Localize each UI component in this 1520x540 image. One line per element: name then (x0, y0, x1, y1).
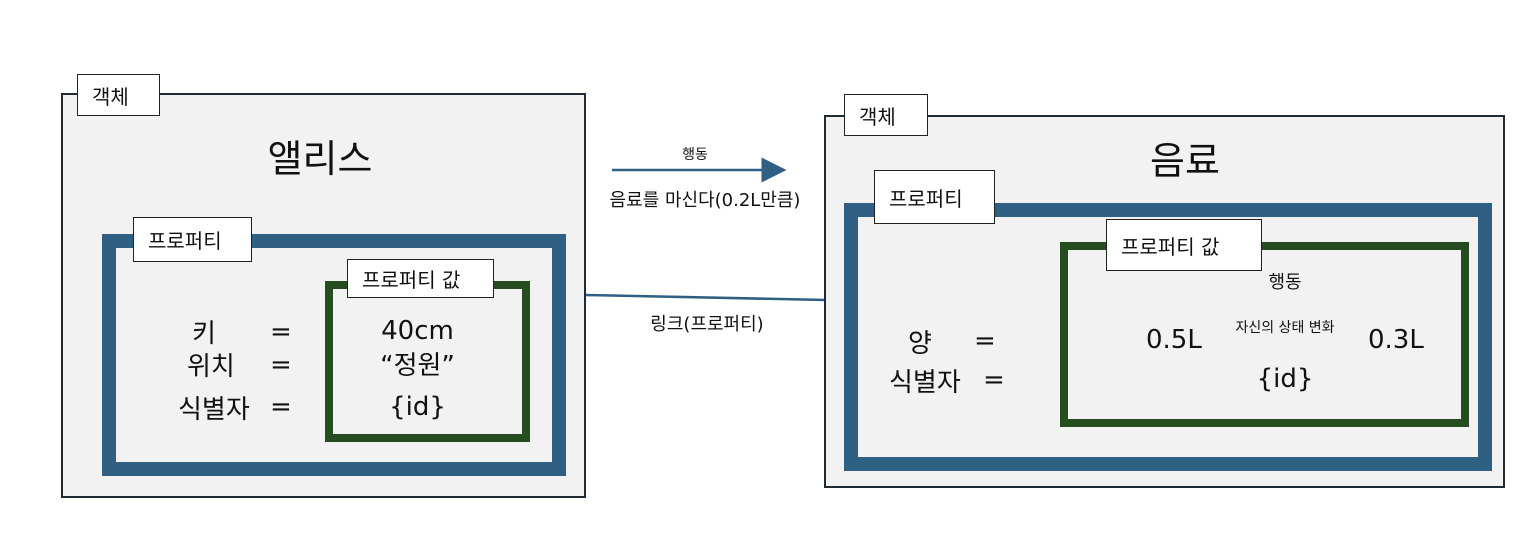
left-property-tag-text: 프로퍼티 (148, 229, 222, 253)
left-value-tag: 프로퍼티 값 (347, 259, 494, 298)
left-equals-3: = (270, 392, 292, 422)
left-key-position: 위치 (187, 352, 235, 382)
right-value-to: 0.3L (1368, 325, 1424, 355)
right-value-tag: 프로퍼티 값 (1106, 219, 1262, 271)
left-key-identifier: 식별자 (178, 395, 250, 425)
inner-action-text: 자신의 상태 변화 (1235, 320, 1335, 336)
left-object-title: 앨리스 (267, 137, 373, 181)
action-text: 음료를 마신다(0.2L만큼) (609, 190, 801, 211)
left-object-tag: 객체 (77, 74, 160, 116)
left-value-position: “정원” (380, 351, 455, 381)
left-property-tag: 프로퍼티 (133, 217, 252, 262)
left-value-identifier: {id} (389, 392, 446, 422)
left-key-height: 키 (192, 319, 216, 349)
right-key-identifier: 식별자 (889, 368, 961, 398)
action-label: 행동 (682, 147, 708, 163)
left-object-tag-text: 객체 (92, 84, 129, 109)
right-value-tag-text: 프로퍼티 값 (1121, 234, 1220, 259)
left-equals-2: = (270, 350, 292, 380)
left-value-height: 40cm (381, 316, 454, 346)
link-text: 링크(프로퍼티) (650, 314, 764, 335)
right-property-tag-text: 프로퍼티 (889, 186, 963, 211)
link-line (585, 293, 827, 302)
right-equals-2: = (983, 365, 1005, 395)
right-object-title: 음료 (1150, 139, 1220, 183)
right-property-tag: 프로퍼티 (874, 170, 995, 224)
inner-action-label: 행동 (1268, 272, 1302, 293)
right-value-from: 0.5L (1146, 325, 1202, 355)
right-value-identifier: {id} (1256, 364, 1314, 394)
right-object-tag: 객체 (844, 94, 928, 136)
left-value-tag-text: 프로퍼티 값 (362, 268, 461, 292)
right-value-box (1060, 242, 1469, 427)
left-equals-1: = (270, 317, 292, 347)
right-equals-1: = (974, 326, 996, 356)
right-key-amount: 양 (908, 329, 932, 359)
right-object-tag-text: 객체 (859, 104, 896, 129)
